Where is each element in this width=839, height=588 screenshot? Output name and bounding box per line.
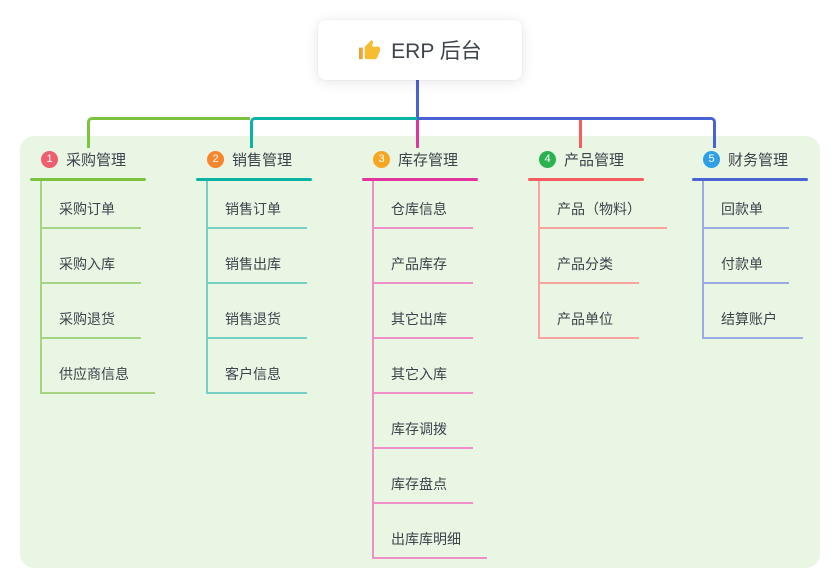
branch-number-badge: 4 — [539, 150, 556, 168]
node-item[interactable]: 采购退货 — [42, 284, 141, 339]
branch-header[interactable]: 1 采购管理 — [30, 148, 155, 170]
node-item[interactable]: 销售出库 — [208, 229, 307, 284]
node-item[interactable]: 仓库信息 — [374, 181, 473, 229]
branch-number-badge: 3 — [373, 150, 390, 168]
node-item[interactable]: 结算账户 — [704, 284, 803, 339]
branch-inventory: 3 库存管理 仓库信息 产品库存 其它出库 其它入库 库存调拨 库存盘点 出库库… — [362, 148, 487, 559]
branch-underline — [30, 178, 146, 181]
branch-title: 产品管理 — [564, 151, 625, 169]
node-item[interactable]: 其它出库 — [374, 284, 473, 339]
drop-line-branch-3 — [416, 120, 419, 148]
trunk-line-branch-5 — [417, 117, 716, 148]
branch-number-badge: 5 — [703, 150, 720, 168]
node-item[interactable]: 销售订单 — [208, 181, 307, 229]
node-item[interactable]: 产品分类 — [540, 229, 639, 284]
branch-item-list: 采购订单 采购入库 采购退货 供应商信息 — [40, 181, 155, 394]
branch-underline — [528, 178, 644, 181]
branch-finance: 5 财务管理 回款单 付款单 结算账户 — [692, 148, 808, 339]
node-item[interactable]: 采购入库 — [42, 229, 141, 284]
root-stem-line — [416, 80, 419, 119]
branch-sales: 2 销售管理 销售订单 销售出库 销售退货 客户信息 — [196, 148, 312, 394]
branch-item-list: 仓库信息 产品库存 其它出库 其它入库 库存调拨 库存盘点 出库库明细 — [372, 181, 487, 559]
branch-title: 财务管理 — [728, 151, 789, 169]
branch-title: 销售管理 — [232, 151, 293, 169]
branch-title: 库存管理 — [398, 151, 459, 169]
branch-header[interactable]: 4 产品管理 — [528, 148, 667, 170]
node-item[interactable]: 付款单 — [704, 229, 789, 284]
node-item[interactable]: 产品库存 — [374, 229, 473, 284]
branch-item-list: 回款单 付款单 结算账户 — [702, 181, 808, 339]
branch-title: 采购管理 — [66, 151, 127, 169]
branch-item-list: 销售订单 销售出库 销售退货 客户信息 — [206, 181, 312, 394]
thumbs-up-icon — [358, 39, 381, 62]
branch-header[interactable]: 5 财务管理 — [692, 148, 808, 170]
branch-product: 4 产品管理 产品（物料） 产品分类 产品单位 — [528, 148, 667, 339]
drop-line-branch-4 — [579, 120, 582, 148]
node-item[interactable]: 回款单 — [704, 181, 789, 229]
node-item[interactable]: 库存调拨 — [374, 394, 473, 449]
node-item[interactable]: 出库库明细 — [374, 504, 487, 559]
root-title: ERP 后台 — [391, 40, 482, 63]
node-item[interactable]: 采购订单 — [42, 181, 141, 229]
branch-purchase: 1 采购管理 采购订单 采购入库 采购退货 供应商信息 — [30, 148, 155, 394]
node-item[interactable]: 供应商信息 — [42, 339, 155, 394]
branch-underline — [692, 178, 808, 181]
root-node[interactable]: ERP 后台 — [318, 20, 522, 80]
branch-number-badge: 2 — [207, 150, 224, 168]
branch-underline — [196, 178, 312, 181]
node-item[interactable]: 库存盘点 — [374, 449, 473, 504]
node-item[interactable]: 产品（物料） — [540, 181, 667, 229]
node-item[interactable]: 客户信息 — [208, 339, 307, 394]
branch-item-list: 产品（物料） 产品分类 产品单位 — [538, 181, 667, 339]
branch-number-badge: 1 — [41, 150, 58, 168]
trunk-line-branch-2 — [250, 117, 417, 148]
trunk-line-branch-1 — [87, 117, 250, 148]
canvas-panel — [20, 136, 820, 568]
node-item[interactable]: 其它入库 — [374, 339, 473, 394]
node-item[interactable]: 产品单位 — [540, 284, 639, 339]
branch-underline — [362, 178, 478, 181]
node-item[interactable]: 销售退货 — [208, 284, 307, 339]
branch-header[interactable]: 2 销售管理 — [196, 148, 312, 170]
branch-header[interactable]: 3 库存管理 — [362, 148, 487, 170]
